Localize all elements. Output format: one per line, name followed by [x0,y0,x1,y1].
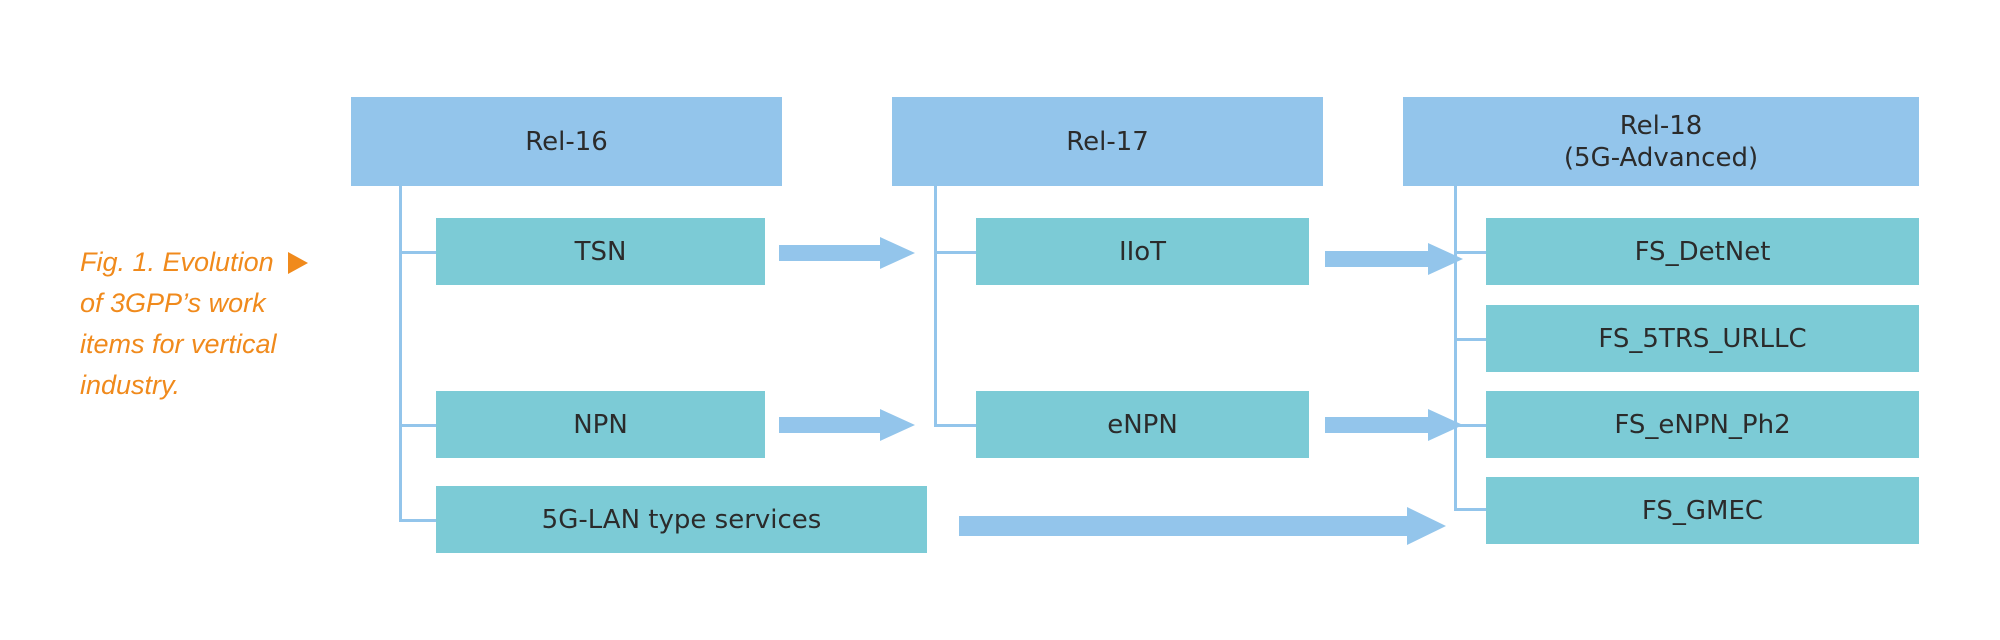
release-header-rel18: Rel-18 (5G-Advanced) [1403,97,1919,186]
rel18-trunk-line [1454,186,1457,510]
work-item-fs-5trs-urllc: FS_5TRS_URLLC [1486,305,1919,372]
work-item-fs-enpn-ph2: FS_eNPN_Ph2 [1486,391,1919,458]
release-label: Rel-16 [525,126,608,157]
arrow-iiot-to-detnet [1325,243,1463,275]
work-item-label: IIoT [1118,236,1167,267]
caption-line-3: items for vertical [80,329,277,359]
work-item-label: 5G-LAN type services [541,504,822,535]
work-item-fs-detnet: FS_DetNet [1486,218,1919,285]
work-item-tsn: TSN [436,218,765,285]
work-item-enpn: eNPN [976,391,1309,458]
work-item-label: TSN [574,236,627,267]
rel18-branch-detnet [1454,251,1486,254]
release-header-rel16: Rel-16 [351,97,782,186]
release-sublabel: (5G-Advanced) [1563,142,1759,173]
rel18-branch-5trs [1454,338,1486,341]
work-item-5g-lan: 5G-LAN type services [436,486,927,553]
play-triangle-icon [287,252,308,274]
caption-line-2: of 3GPP’s work [80,288,266,318]
work-item-label: FS_eNPN_Ph2 [1614,409,1791,440]
rel18-branch-enpn-ph2 [1454,424,1486,427]
arrow-npn-to-enpn [779,409,915,441]
release-label: Rel-18 [1619,110,1703,141]
arrow-5glan-to-gmec [959,507,1446,545]
work-item-label: FS_GMEC [1641,495,1764,526]
work-item-label: FS_5TRS_URLLC [1598,323,1807,354]
caption-line-4: industry. [80,370,181,400]
arrow-enpn-to-enpn-ph2 [1325,409,1463,441]
figure-caption: Fig. 1. Evolution of 3GPP’s work items f… [80,242,310,406]
arrow-tsn-to-iiot [779,237,915,269]
work-item-fs-gmec: FS_GMEC [1486,477,1919,544]
rel16-branch-tsn [399,251,436,254]
work-item-npn: NPN [436,391,765,458]
work-item-label: FS_DetNet [1634,236,1771,267]
rel17-branch-iiot [934,251,976,254]
rel17-branch-enpn [934,424,976,427]
rel16-branch-5glan [399,519,436,522]
work-item-iiot: IIoT [976,218,1309,285]
release-label: Rel-17 [1066,126,1149,157]
caption-line-1: Fig. 1. Evolution [80,247,274,277]
rel18-branch-gmec [1454,508,1486,511]
rel17-trunk-line [934,186,937,427]
work-item-label: NPN [573,409,628,440]
rel16-trunk-line [399,186,402,522]
release-header-rel17: Rel-17 [892,97,1323,186]
work-item-label: eNPN [1107,409,1178,440]
rel16-branch-npn [399,424,436,427]
